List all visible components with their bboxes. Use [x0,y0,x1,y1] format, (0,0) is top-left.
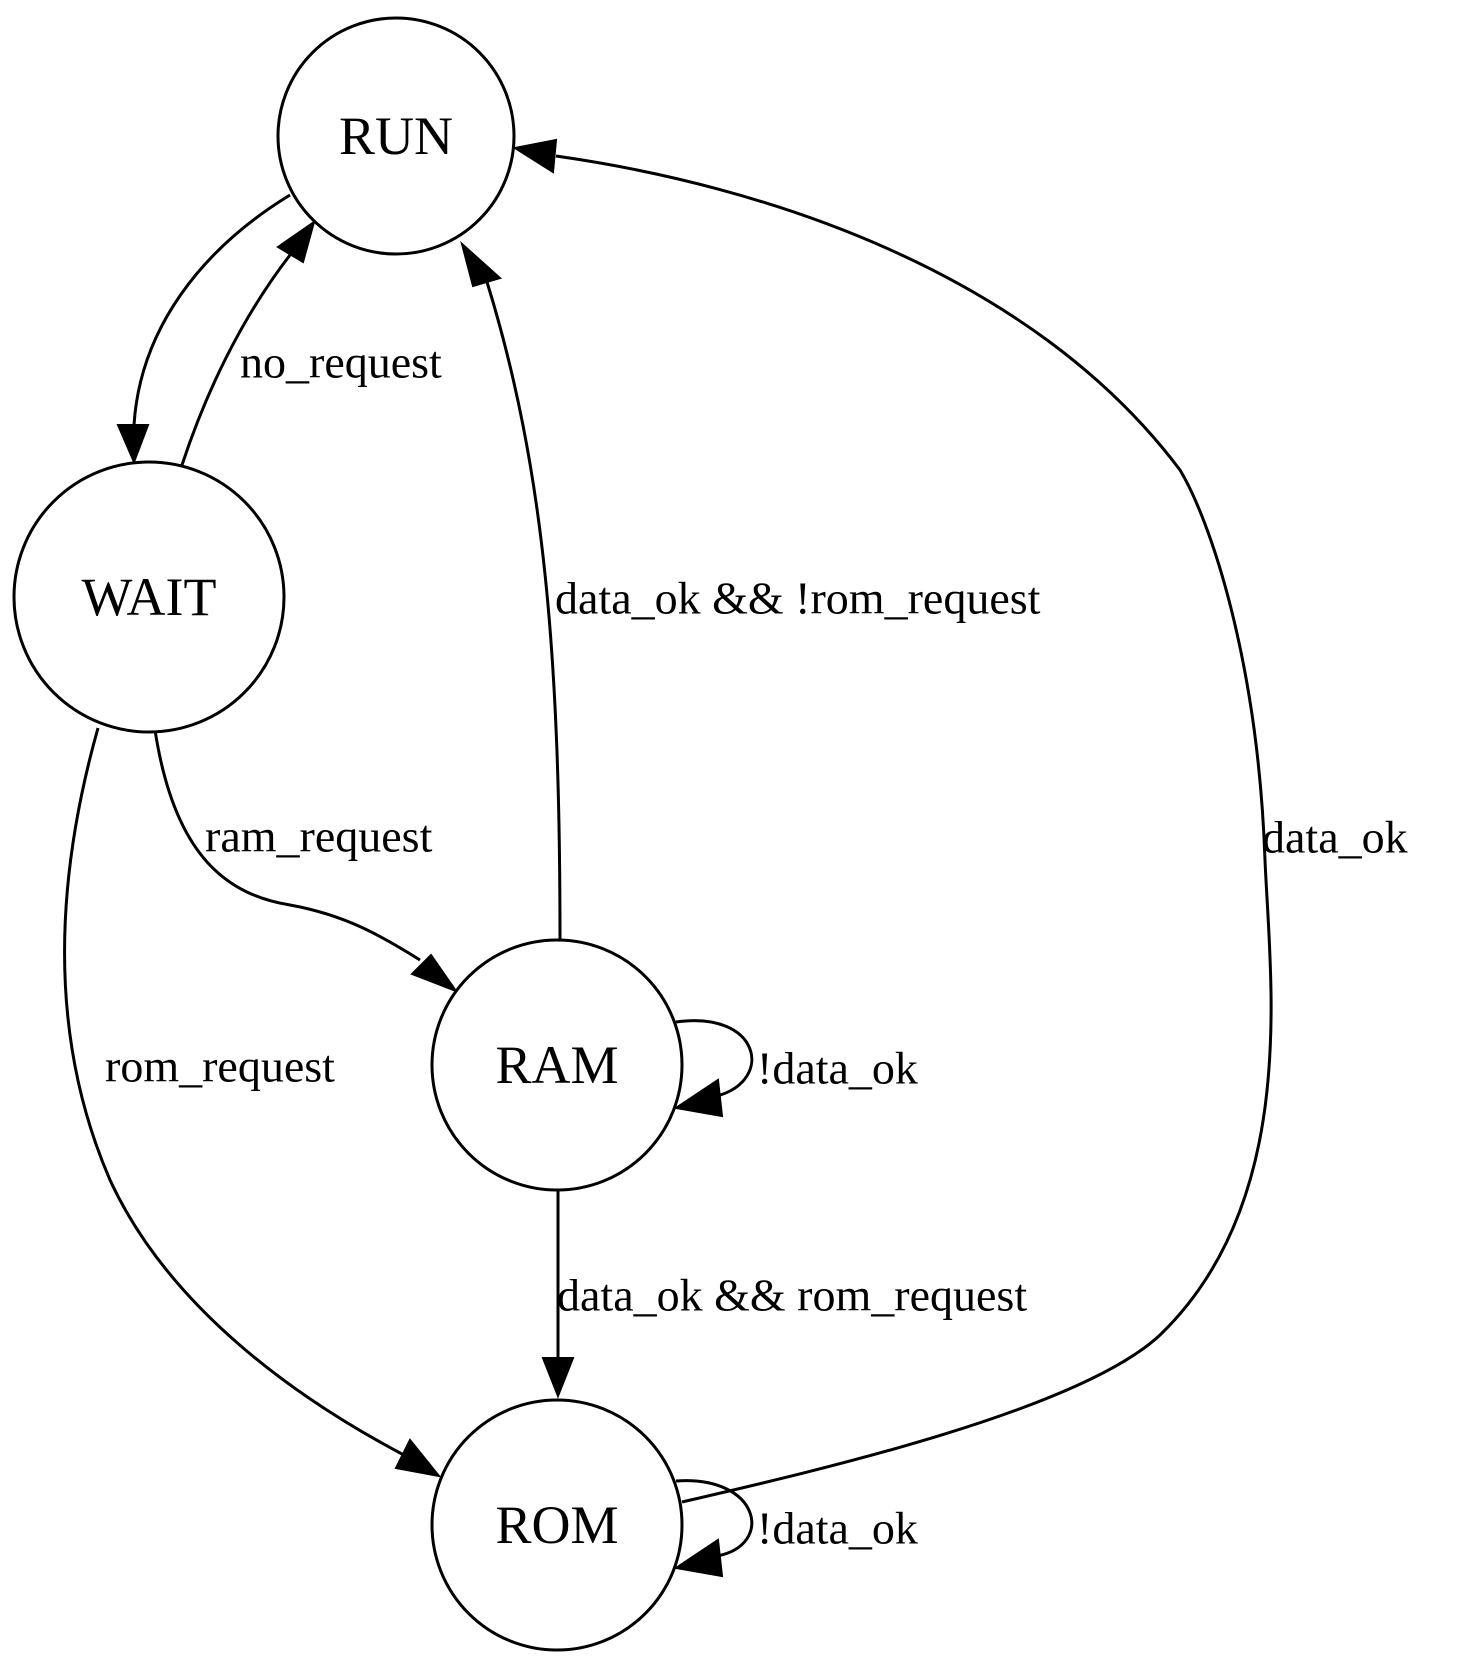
edge-label-data-ok-rom-request: data_ok && rom_request [557,1270,1027,1321]
node-run: RUN [276,16,516,256]
edge-run-to-wait [116,193,291,465]
node-ram: RAM [430,938,684,1192]
edge-label-data-ok-not-rom-request: data_ok && !rom_request [555,573,1041,624]
edge-ram-self: !data_ok [673,1019,918,1118]
node-rom: ROM [430,1398,684,1652]
node-rom-label: ROM [495,1495,618,1555]
node-wait: WAIT [12,460,286,734]
node-ram-label: RAM [495,1035,618,1095]
node-wait-label: WAIT [82,567,217,627]
edge-rom-to-run: data_ok [512,138,1408,1504]
edge-label-ram-not-data-ok: !data_ok [757,1043,918,1094]
edge-label-rom-not-data-ok: !data_ok [757,1503,918,1554]
edge-ram-to-rom: data_ok && rom_request [541,1190,1027,1399]
edge-wait-to-ram: ram_request [153,729,459,994]
edge-label-rom-request: rom_request [105,1041,335,1092]
edge-label-ram-request: ram_request [205,811,433,862]
node-run-label: RUN [339,106,453,166]
edge-wait-to-run: no_request [180,219,442,466]
edge-label-data-ok: data_ok [1262,812,1408,863]
edge-wait-to-rom: rom_request [63,727,442,1478]
edge-label-no-request: no_request [240,337,442,388]
edge-ram-to-run: data_ok && !rom_request [460,241,1041,941]
edge-rom-self: !data_ok [673,1479,918,1578]
